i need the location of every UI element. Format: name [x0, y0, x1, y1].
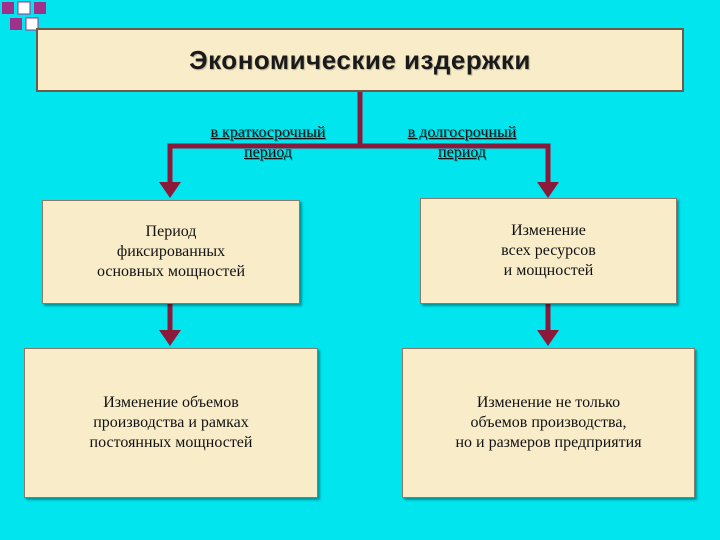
box-line: и мощностей: [503, 262, 594, 279]
box-line: всех ресурсов: [501, 242, 596, 259]
title-box: Экономические издержки: [36, 28, 684, 92]
corner-square: [2, 2, 14, 14]
arrow-down-icon: [159, 330, 181, 346]
branch-label-line: период: [438, 144, 486, 161]
arrow-down-icon: [537, 182, 559, 198]
box-long-term-bottom: Изменение не только объемов производства…: [402, 348, 695, 498]
box-line: Изменение не только: [476, 394, 621, 411]
arrow-down-icon: [159, 182, 181, 198]
box-line: Изменение: [511, 222, 586, 239]
corner-square: [17, 1, 31, 15]
branch-label-line: период: [244, 144, 292, 161]
corner-square: [10, 18, 22, 30]
box-line: объемов производства,: [470, 414, 627, 431]
corner-decoration: [2, 1, 46, 31]
corner-square: [25, 17, 39, 31]
box-line: постоянных мощностей: [89, 434, 253, 451]
box-line: но и размеров предприятия: [455, 434, 642, 451]
branch-label-line: в краткосрочный: [210, 124, 326, 141]
box-long-term-top: Изменение всех ресурсов и мощностей: [420, 198, 677, 304]
box-short-term-top: Период фиксированных основных мощностей: [42, 200, 300, 304]
box-line: фиксированных: [116, 243, 226, 260]
box-line: основных мощностей: [96, 263, 246, 280]
box-short-term-bottom: Изменение объемов производства и рамках …: [24, 348, 318, 498]
diagram-title: Экономические издержки: [189, 44, 531, 75]
box-line: Период: [145, 223, 197, 240]
box-line: производства и рамках: [93, 414, 249, 431]
box-line: Изменение объемов: [103, 394, 239, 411]
branch-label-short: в краткосрочный период: [158, 123, 378, 163]
branch-label-long: в долгосрочный период: [352, 123, 572, 163]
corner-square: [34, 2, 46, 14]
arrow-down-icon: [537, 330, 559, 346]
branch-label-line: в долгосрочный: [407, 124, 517, 141]
